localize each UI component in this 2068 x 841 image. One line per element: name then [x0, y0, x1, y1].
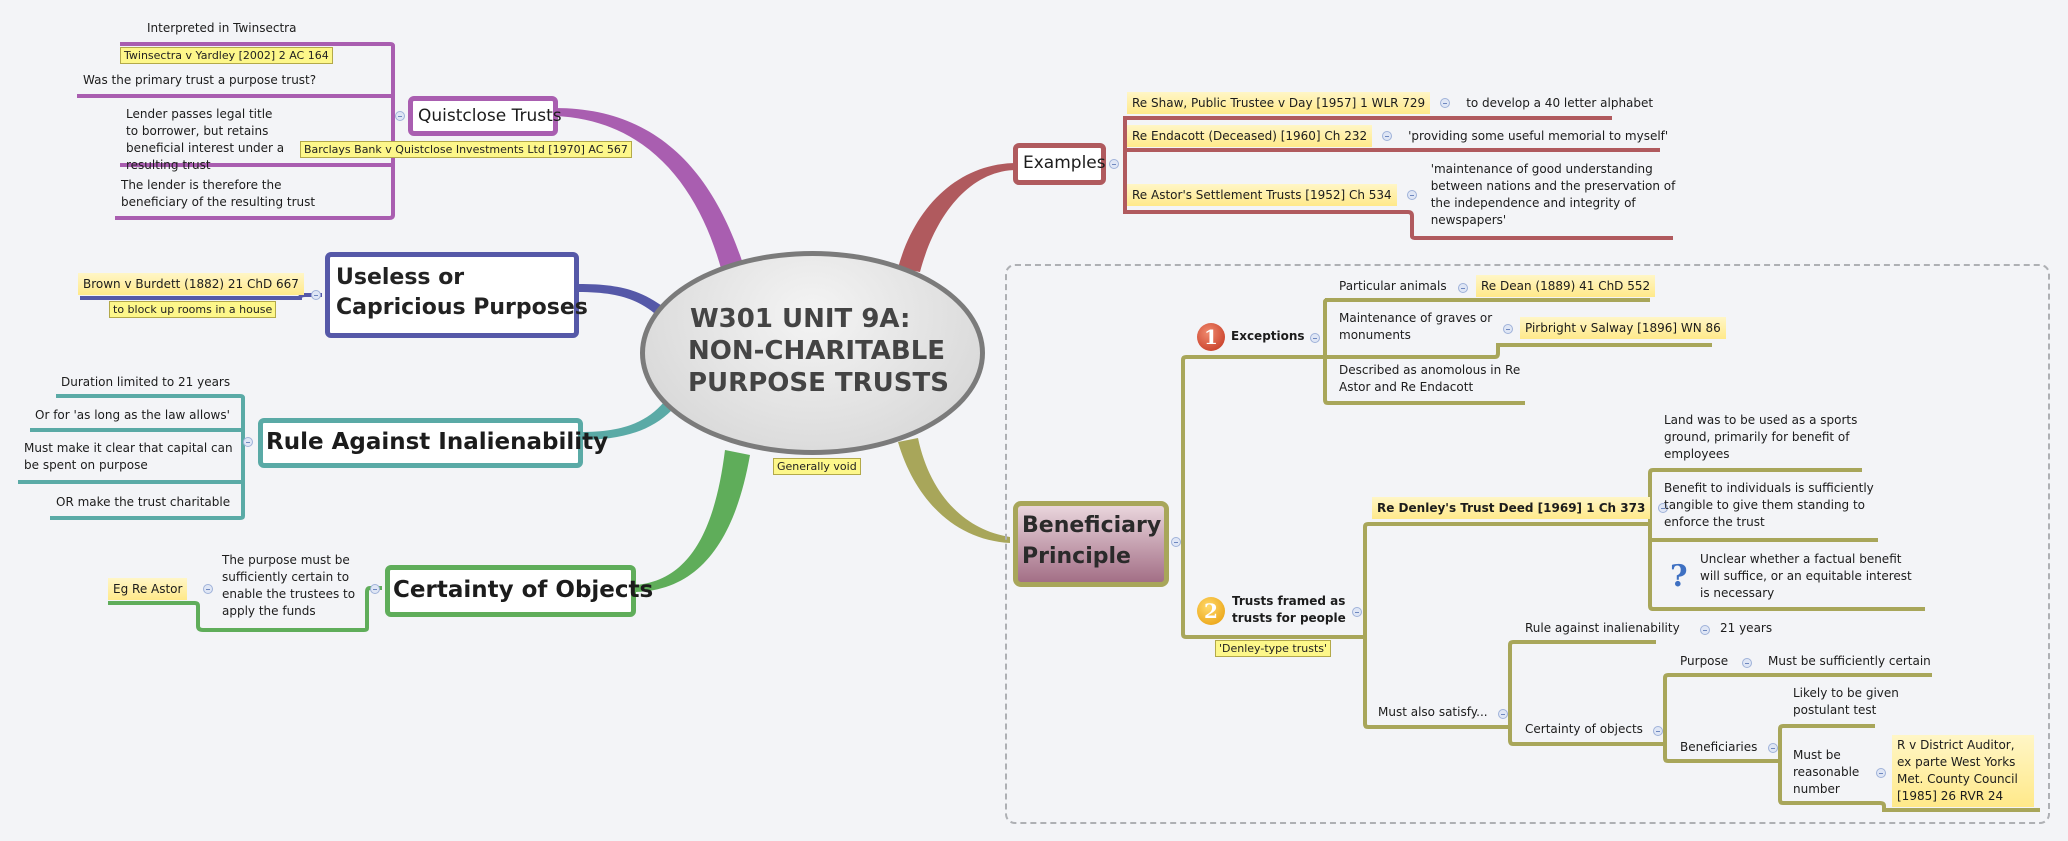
branch-inalienability	[580, 402, 672, 440]
rule-label: Rule against inalienability	[1525, 621, 1680, 635]
beneficiaries-label: Beneficiaries	[1680, 740, 1758, 754]
collapse-toggle[interactable]	[1406, 190, 1417, 200]
certainty-label: Certainty of objects	[1525, 722, 1643, 736]
district-auditor-case: R v District Auditor, ex parte West York…	[1892, 735, 2034, 807]
central-title: W301 UNIT 9A: NON-CHARITABLE PURPOSE TRU…	[688, 304, 949, 398]
useless-note: to block up rooms in a house	[109, 301, 277, 318]
branch-certainty	[636, 450, 750, 592]
quistclose-child-note: Twinsectra v Yardley [2002] 2 AC 164	[120, 47, 333, 64]
collapse-toggle[interactable]	[1700, 625, 1710, 635]
collapse-toggle[interactable]	[1440, 98, 1451, 108]
topic-inalienability[interactable]	[258, 418, 583, 468]
central-topic[interactable]	[640, 251, 985, 455]
certainty-case: Eg Re Astor	[108, 578, 188, 600]
exception-case: Pirbright v Salway [1896] WN 86	[1520, 317, 1726, 339]
quistclose-note: Barclays Bank v Quistclose Investments L…	[300, 141, 632, 158]
collapse-toggle[interactable]	[1498, 709, 1508, 719]
collapse-toggle[interactable]	[1109, 159, 1119, 169]
topic-useless[interactable]	[325, 252, 579, 338]
denley-point: Unclear whether a factual benefit will s…	[1700, 552, 1912, 600]
topic-beneficiary-title: Beneficiary Principle	[1022, 513, 1162, 569]
example-case: Re Endacott (Deceased) [1960] Ch 232	[1127, 125, 1373, 147]
collapse-toggle[interactable]	[1653, 726, 1663, 736]
postulant-text: Likely to be given postulant test	[1793, 686, 1899, 717]
central-note: Generally void	[773, 458, 861, 475]
example-detail: 'providing some useful memorial to mysel…	[1408, 128, 1669, 143]
example-row: Re Endacott (Deceased) [1960] Ch 232 'pr…	[1127, 125, 1668, 147]
priority-1-icon: 1	[1197, 323, 1225, 351]
inalienability-child: Or for 'as long as the law allows'	[35, 408, 230, 422]
denley-type-note: 'Denley-type trusts'	[1215, 640, 1332, 657]
collapse-toggle[interactable]	[1768, 743, 1778, 753]
branch-quistclose	[555, 108, 745, 272]
collapse-toggle[interactable]	[203, 584, 213, 594]
exception-item: Described as anomolous in Re Astor and R…	[1339, 363, 1521, 394]
question-icon: ?	[1670, 559, 1688, 594]
collapse-toggle[interactable]	[1458, 283, 1468, 293]
must-also-label: Must also satisfy...	[1378, 705, 1488, 719]
boundary-box	[1005, 264, 2050, 824]
reasonable-text: Must be reasonable number	[1793, 748, 1860, 796]
collapse-toggle[interactable]	[1503, 324, 1513, 334]
topic-quistclose-title: Quistclose Trusts	[418, 106, 562, 126]
purpose-value: Must be sufficiently certain	[1768, 654, 1931, 668]
collapse-toggle[interactable]	[1742, 658, 1752, 668]
exception-item: Maintenance of graves or monuments	[1339, 311, 1493, 342]
collapse-toggle[interactable]	[243, 437, 253, 447]
collapse-toggle[interactable]	[1382, 131, 1393, 141]
collapse-toggle[interactable]	[370, 584, 380, 594]
topic-beneficiary[interactable]	[1013, 501, 1169, 587]
denley-point: Benefit to individuals is sufficiently t…	[1664, 481, 1874, 529]
example-case: Re Astor's Settlement Trusts [1952] Ch 5…	[1127, 184, 1397, 206]
topic-certainty-title: Certainty of Objects	[393, 577, 654, 603]
quistclose-child: Interpreted in Twinsectra	[147, 21, 297, 35]
example-detail: to develop a 40 letter alphabet	[1466, 95, 1654, 110]
trusts-for-people-title: Trusts framed as trusts for people	[1232, 594, 1346, 625]
purpose-label: Purpose	[1680, 654, 1729, 668]
quistclose-child: The lender is therefore the beneficiary …	[121, 178, 316, 209]
example-row: Re Astor's Settlement Trusts [1952] Ch 5…	[1127, 161, 1676, 229]
inalienability-child: Duration limited to 21 years	[61, 375, 231, 389]
denley-case: Re Denley's Trust Deed [1969] 1 Ch 373	[1372, 497, 1651, 519]
collapse-toggle[interactable]	[1876, 768, 1886, 778]
topic-examples-title: Examples	[1023, 153, 1106, 173]
topic-certainty[interactable]	[385, 565, 636, 617]
collapse-toggle[interactable]	[1171, 537, 1181, 547]
collapse-toggle[interactable]	[1658, 503, 1669, 513]
branch-beneficiary	[898, 438, 1010, 543]
example-detail: 'maintenance of good understanding betwe…	[1430, 162, 1676, 227]
branch-examples	[898, 163, 1017, 272]
collapse-toggle[interactable]	[395, 111, 405, 121]
exceptions-title: Exceptions	[1231, 329, 1305, 343]
rule-value: 21 years	[1720, 621, 1773, 635]
certainty-child: The purpose must be sufficiently certain…	[222, 553, 356, 618]
topic-useless-title: Useless or Capricious Purposes	[336, 265, 588, 320]
inalienability-child: Must make it clear that capital can be s…	[24, 441, 233, 472]
denley-row: Re Denley's Trust Deed [1969] 1 Ch 373	[1372, 497, 1669, 519]
quistclose-child: Lender passes legal title to borrower, b…	[126, 107, 285, 172]
inalienability-child: OR make the trust charitable	[56, 495, 231, 509]
useless-case: Brown v Burdett (1882) 21 ChD 667	[78, 273, 304, 295]
exception-item: Particular animals	[1339, 279, 1447, 293]
collapse-toggle[interactable]	[1352, 607, 1362, 617]
example-row: Re Shaw, Public Trustee v Day [1957] 1 W…	[1127, 92, 1653, 114]
topic-inalienability-title: Rule Against Inalienability	[266, 429, 609, 455]
denley-point: Land was to be used as a sports ground, …	[1664, 413, 1858, 461]
branch-useless	[578, 284, 665, 318]
priority-2-icon: 2	[1197, 597, 1225, 625]
collapse-toggle[interactable]	[311, 290, 321, 300]
topic-quistclose[interactable]	[408, 96, 558, 136]
exception-case: Re Dean (1889) 41 ChD 552	[1476, 275, 1656, 297]
quistclose-child: Was the primary trust a purpose trust?	[83, 73, 317, 87]
collapse-toggle[interactable]	[1310, 333, 1320, 343]
topic-examples[interactable]	[1013, 143, 1106, 185]
example-case: Re Shaw, Public Trustee v Day [1957] 1 W…	[1127, 92, 1431, 114]
